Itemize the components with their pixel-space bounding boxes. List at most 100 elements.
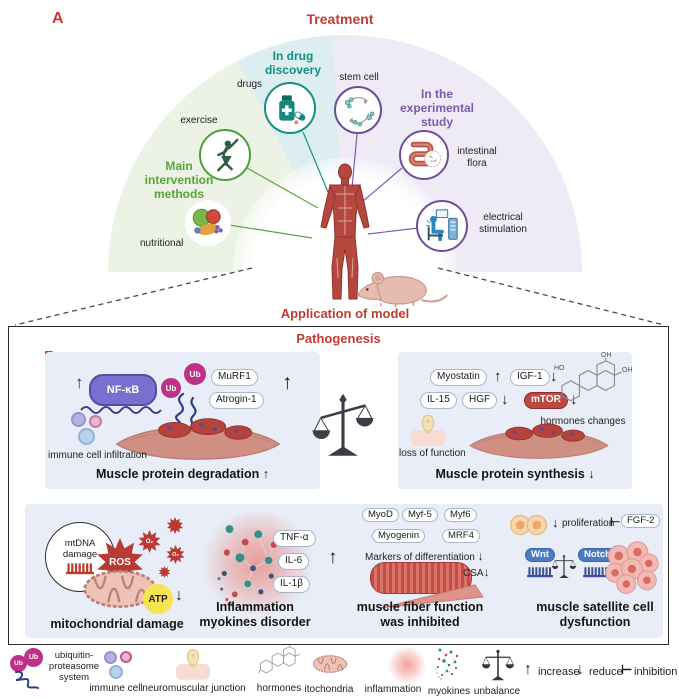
electrical-stimulation-icon <box>425 209 458 242</box>
treatment-title: Treatment <box>306 11 374 27</box>
myod-pill: MyoD <box>362 508 399 522</box>
label-electrical-stimulation: electrical stimulation <box>479 212 527 235</box>
legend-mitochondria-icon <box>312 652 348 676</box>
nfkb-blob: NF-κB <box>89 374 157 406</box>
caption-synthesis: Muscle protein synthesis ↓ <box>435 467 595 481</box>
legend-unbalance-icon <box>482 643 514 683</box>
unbalance-scale-icon <box>312 378 374 464</box>
legend-label-reduce: reduce <box>589 666 623 678</box>
drugs-circle <box>264 82 316 134</box>
synthesis-box: Myostatin ↑ IGF-1 ↓ IL-15 HGF ↓ mTOR ↓ O… <box>398 352 633 489</box>
label-nutritional: nutritional <box>140 238 184 249</box>
proliferation-down: ↓ <box>552 515 559 530</box>
legend-reduce-symbol: ↓ <box>576 661 584 678</box>
label-proliferation: proliferation <box>562 518 615 529</box>
label-immune-infiltration: immune cell infiltration <box>48 450 147 461</box>
application-title: Application of model <box>280 306 410 321</box>
legend-hormones-icon <box>258 645 304 679</box>
pathogenesis-bottom-box: mtDNA damage ROS O₂ O₂ ATP ↓ mitochondri… <box>25 504 663 638</box>
legend-label-immune: immune cell <box>89 683 143 694</box>
legend-nmj-icon <box>172 647 214 681</box>
ub-circle-1: Ub <box>161 378 181 398</box>
il15-pill: IL-15 <box>420 392 457 409</box>
legend-label-increase: increase <box>538 666 580 678</box>
oh-label-right: OH <box>622 367 633 374</box>
legend-label-myokines: myokines <box>427 686 471 697</box>
immune-cell-2 <box>89 415 102 428</box>
caption-inflammation: Inflammation myokines disorder <box>199 600 311 629</box>
nutritional-circle <box>185 200 231 246</box>
wnt-chromatin-icon <box>527 567 553 578</box>
notch-pill: Notch <box>578 548 617 562</box>
pills-up-arrow: ↑ <box>282 371 293 394</box>
dashed-funnel-right <box>437 267 665 326</box>
o2-burst-3: O₂ <box>165 545 186 564</box>
fgf2-inhibition-bar: ⊢ <box>610 515 621 529</box>
legend-inhibition-symbol: ⊢ <box>621 662 633 677</box>
murf1-pill: MuRF1 <box>211 369 258 386</box>
ub-circle-2: Ub <box>184 363 206 385</box>
hgf-down: ↓ <box>501 391 509 408</box>
ho-label: HO <box>554 365 565 372</box>
legend-label-inflammation: inflammation <box>364 684 422 695</box>
mtor-pill: mTOR <box>524 392 568 409</box>
legend-ub-circle-1: Ub <box>10 655 27 672</box>
legend-label-nmj: neuromuscular junction <box>142 683 246 694</box>
fgf2-pill: FGF-2 <box>621 514 661 528</box>
caption-mitochondrial: mitochondrial damage <box>50 617 184 631</box>
legend-immune-cell-3 <box>109 665 123 679</box>
muscle-fiber-icon <box>370 562 472 594</box>
dna-squiggle <box>80 406 162 414</box>
label-exercise: exercise <box>180 115 218 126</box>
label-markers: Markers of differentiation ↓ <box>365 549 484 563</box>
group-title-intervention: Main intervention methods <box>144 159 214 201</box>
label-hormones-changes: hormones changes <box>540 416 626 427</box>
muscle-synthesis <box>453 420 625 464</box>
o2-burst-2 <box>166 517 184 534</box>
label-drugs: drugs <box>236 79 262 90</box>
drugs-icon <box>279 95 306 125</box>
legend-immune-cell-1 <box>104 651 117 664</box>
legend-immune-cell-2 <box>120 651 132 663</box>
legend-label-ub: ubiquitin-proteasome system <box>48 650 100 683</box>
exercise-icon <box>217 138 239 172</box>
immune-cell-3 <box>78 428 95 445</box>
label-csa: CSA↓ <box>463 565 490 579</box>
ros-burst: ROS <box>93 538 147 586</box>
caption-fiber: muscle fiber function was inhibited <box>356 600 484 629</box>
nutritional-icon <box>192 208 223 235</box>
legend-ub-squiggle <box>15 670 39 689</box>
group-title-drug-discovery: In drug discovery <box>264 49 322 77</box>
legend-label-unbalance: unbalance <box>473 686 521 697</box>
legend-label-inhibition: inhibition <box>634 666 678 678</box>
muscle-fiber-tail <box>380 584 484 609</box>
signal-balance-icon <box>552 548 576 582</box>
atp-circle: ATP <box>143 584 173 614</box>
group-title-experimental: In the experimental study <box>399 87 475 129</box>
legend-increase-symbol: ↑ <box>524 661 532 678</box>
legend-myokines-icon <box>434 644 464 682</box>
electrical-stimulation-circle <box>416 200 468 252</box>
degradation-box: ↑ NF-κB Ub Ub MuRF1 Atrogin-1 ↑ immune c… <box>45 352 320 489</box>
legend-label-mitochondria: itochondria <box>304 684 354 695</box>
cytokines-up: ↑ <box>328 547 338 568</box>
immune-cell-1 <box>71 412 86 427</box>
nfkb-up-arrow: ↑ <box>75 373 84 392</box>
stem-cell-icon <box>344 96 375 127</box>
hormone-structure <box>558 358 628 410</box>
il6-pill: IL-6 <box>278 553 310 570</box>
myf6-pill: Myf6 <box>444 508 477 522</box>
nmj-icon <box>408 412 448 448</box>
stem-cell-circle <box>334 86 382 134</box>
proliferation-cells-icon <box>510 514 548 536</box>
atp-down: ↓ <box>175 587 183 604</box>
label-intestinal-flora: intestinal flora <box>457 146 497 169</box>
legend-inflammation-icon <box>388 646 426 684</box>
satellite-cell-cluster <box>605 541 659 594</box>
mouse-figure <box>356 271 448 308</box>
human-figure <box>320 163 370 300</box>
hgf-pill: HGF <box>462 392 498 409</box>
myostatin-pill: Myostatin <box>430 369 487 386</box>
caption-degradation: Muscle protein degradation ↑ <box>96 467 269 481</box>
